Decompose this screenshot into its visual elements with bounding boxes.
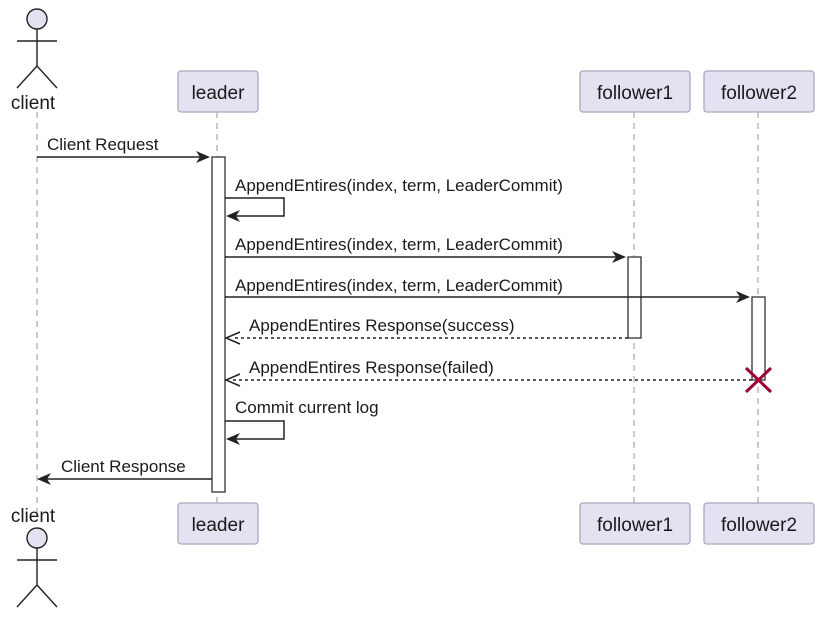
actor-client-label-bottom: client [11,506,56,527]
actor-right-leg [36,584,58,608]
participant-box [703,70,815,113]
actor-left-leg [16,65,38,89]
message-self-append: AppendEntires(index, term, LeaderCommit) [225,176,563,222]
message-response-success: AppendEntires Response(success) [224,316,628,345]
actor-client-top: client [11,8,58,114]
participant-box [177,502,259,545]
participant-follower1-top: follower1 [579,70,691,113]
actor-client-label-top: client [11,93,56,114]
actor-left-leg [16,584,38,608]
participant-box [703,502,815,545]
message-label: Client Request [47,135,159,154]
participant-follower1-label-top: follower1 [597,83,673,104]
participant-leader-label-bottom: leader [192,515,245,536]
arrowhead-icon [196,151,210,163]
participant-follower1-bottom: follower1 [579,502,691,545]
participant-follower1-label-bottom: follower1 [597,515,673,536]
activation-leader [211,156,226,493]
participant-leader-label-top: leader [192,83,245,104]
arrowhead-icon [226,433,240,445]
participant-follower2-bottom: follower2 [703,502,815,545]
actor-head-icon [26,8,48,30]
message-label: AppendEntires Response(success) [249,316,515,335]
message-label: Commit current log [235,398,379,417]
message-arrow-line [225,197,285,217]
participant-box [579,502,691,545]
participant-box [177,70,259,113]
arrowhead-open-icon [224,373,241,387]
message-client-request: Client Request [37,135,210,163]
destroy-x-icon [744,366,773,394]
participant-leader-bottom: leader [177,502,259,545]
arrowhead-icon [736,291,750,303]
actor-client-bottom: client [11,506,58,608]
message-label: AppendEntires Response(failed) [249,358,494,377]
activation-follower2 [751,296,766,381]
message-label: AppendEntires(index, term, LeaderCommit) [235,235,563,254]
message-arrow-line [225,420,285,440]
arrowhead-icon [612,251,626,263]
message-self-commit: Commit current log [225,398,379,445]
message-response-failed: AppendEntires Response(failed) [224,358,752,387]
participant-follower2-label-top: follower2 [721,83,797,104]
message-label: Client Response [61,457,186,476]
actor-right-leg [36,65,58,89]
message-client-response: Client Response [37,457,212,485]
participant-leader-top: leader [177,70,259,113]
actor-head-icon [26,527,48,549]
message-append-follower2: AppendEntires(index, term, LeaderCommit) [225,276,750,303]
arrowhead-icon [226,210,240,222]
participant-box [579,70,691,113]
participant-follower2-label-bottom: follower2 [721,515,797,536]
arrowhead-open-icon [224,331,241,345]
message-label: AppendEntires(index, term, LeaderCommit) [235,276,563,295]
participant-follower2-top: follower2 [703,70,815,113]
message-label: AppendEntires(index, term, LeaderCommit) [235,176,563,195]
arrowhead-icon [37,473,51,485]
message-append-follower1: AppendEntires(index, term, LeaderCommit) [225,235,626,263]
